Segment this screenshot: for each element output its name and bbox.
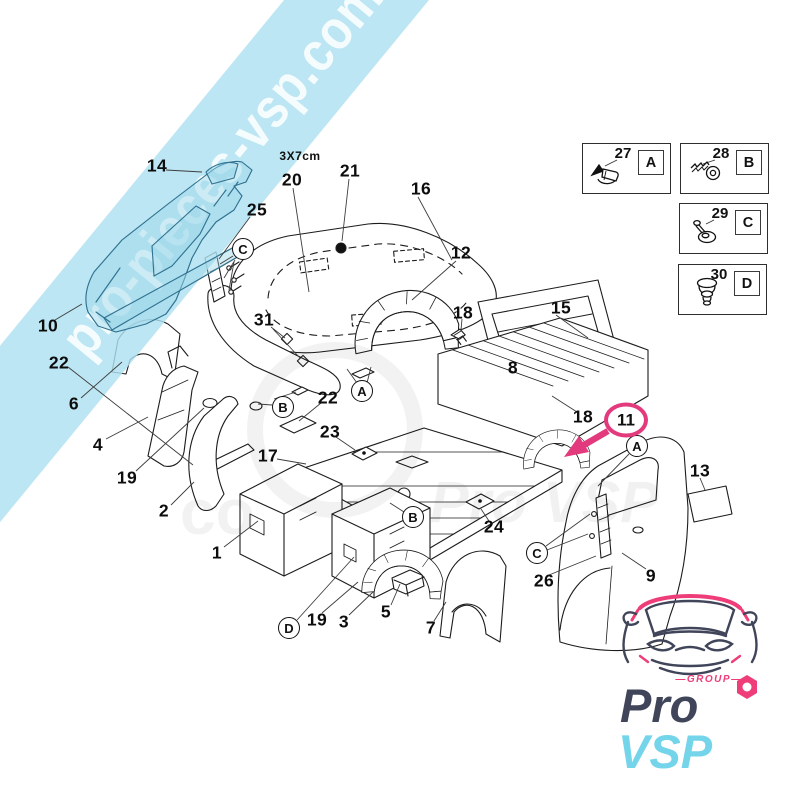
- push-clip-icon: [591, 159, 619, 185]
- assembly-letter-D: D: [278, 617, 300, 639]
- part-callout-22: 22: [48, 352, 70, 373]
- fastener-box-C: 29 C: [679, 203, 768, 254]
- part-callout-14: 14: [146, 155, 168, 176]
- part-callout-4: 4: [92, 434, 104, 455]
- fastener-number: 29: [711, 205, 729, 222]
- part-callout-15: 15: [550, 297, 572, 318]
- part-callout-7: 7: [425, 617, 437, 638]
- shoulder-rivet-icon: [693, 219, 717, 244]
- logo-car-icon: [622, 594, 758, 676]
- screw-icon: [690, 159, 721, 181]
- part-callout-6: 6: [68, 393, 80, 414]
- logo-group-label: —GROUP—: [674, 674, 742, 685]
- grommet-icon: [696, 277, 718, 306]
- logo-hex-nut-icon: [737, 675, 757, 699]
- part-wheelhouse-12: [349, 285, 462, 379]
- part-callout-18: 18: [452, 302, 474, 323]
- part-bracket-5: [391, 569, 425, 597]
- part-callout-3: 3: [338, 611, 350, 632]
- logo-brand-top: Pro: [620, 679, 698, 732]
- fastener-number: 28: [712, 145, 730, 162]
- part-callout-20: 20: [281, 169, 303, 190]
- part-callout-10: 10: [37, 315, 59, 336]
- part-fender-7: [439, 550, 507, 643]
- part-callout-24: 24: [483, 516, 505, 537]
- faint-watermark: co Pro VSP: [180, 342, 659, 548]
- fastener-number: 30: [710, 266, 728, 283]
- fastener-box-D: 30 D: [678, 264, 767, 315]
- provsp-logo-art: —GROUP— Pro VSP: [618, 594, 758, 778]
- faint-watermark-right: Pro VSP: [430, 470, 659, 535]
- fastener-box-B: 28 B: [680, 143, 769, 194]
- highlight-callout-11: 11: [604, 402, 648, 438]
- part-patch-13: [687, 485, 733, 523]
- part-callout-13: 13: [689, 460, 711, 481]
- part-callout-25: 25: [246, 199, 268, 220]
- part-callout-31: 31: [253, 309, 275, 330]
- part-callout-9: 9: [645, 565, 657, 586]
- part-callout-8: 8: [507, 357, 519, 378]
- part-callout-1: 1: [211, 542, 223, 563]
- part-callout-19: 19: [116, 467, 138, 488]
- fastener-letter: A: [638, 150, 664, 175]
- assembly-letter-B: B: [272, 396, 294, 418]
- fastener-letter: C: [735, 210, 761, 235]
- part-callout-23: 23: [319, 421, 341, 442]
- part-callout-21: 21: [339, 160, 361, 181]
- part-bodyside-9: [557, 436, 689, 652]
- leader-lines: [54, 169, 706, 622]
- part-callout-18: 18: [572, 406, 594, 427]
- part-callout-12: 12: [450, 242, 472, 263]
- provsp-logo: —GROUP— Pro VSP: [600, 580, 785, 780]
- part-callout-2: 2: [158, 500, 170, 521]
- part-callout-16: 16: [410, 178, 432, 199]
- fastener-letter: B: [736, 150, 762, 175]
- assembly-letter-B: B: [402, 506, 424, 528]
- fastener-letter: D: [734, 271, 760, 296]
- faint-watermark-left: co: [180, 476, 255, 548]
- assembly-letter-A: A: [351, 380, 373, 402]
- part-cowl-arch-2: [188, 395, 239, 512]
- highlight-arrow: [564, 428, 610, 457]
- assembly-letter-A: A: [626, 435, 648, 457]
- part-callout-26: 26: [533, 570, 555, 591]
- part-callout-5: 5: [380, 601, 392, 622]
- part-callout-17: 17: [257, 445, 279, 466]
- fastener-box-A: 27 A: [582, 143, 671, 194]
- assembly-letter-C: C: [526, 542, 548, 564]
- fastener-number: 27: [614, 145, 632, 162]
- logo-brand-bottom: VSP: [618, 725, 713, 778]
- part-callout-22: 22: [317, 387, 339, 408]
- part-callout-19: 19: [306, 609, 328, 630]
- assembly-letter-C: C: [232, 238, 254, 260]
- dimension-note: 3X7cm: [279, 149, 321, 163]
